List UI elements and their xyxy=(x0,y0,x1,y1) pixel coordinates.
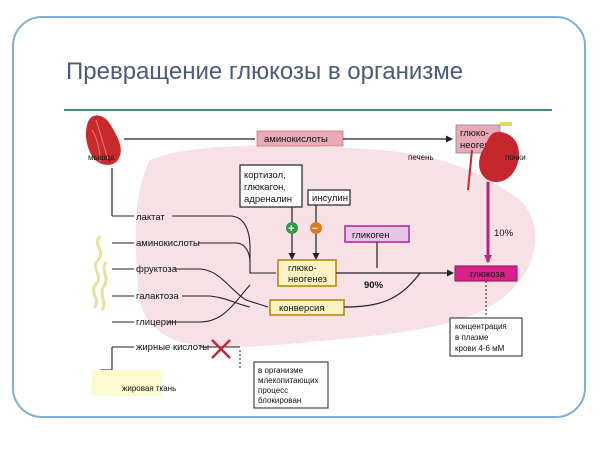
kidney-icon xyxy=(467,122,520,191)
amino-label: аминокислоты xyxy=(136,238,200,249)
liver-shape xyxy=(135,145,536,348)
kidney-gng-line1: глюко- xyxy=(460,128,489,139)
muscle-icon xyxy=(85,115,121,165)
title-divider xyxy=(64,109,552,111)
plus-icon xyxy=(286,222,298,234)
insulin-label: инсулин xyxy=(312,193,348,204)
amino-top-label: аминокислоты xyxy=(264,134,328,145)
gng-line2: неогенез xyxy=(288,274,327,285)
liver-label: печень xyxy=(408,153,434,162)
muscle-label: мышца xyxy=(88,153,115,162)
lactate-label: лактат xyxy=(136,212,165,223)
adipose-tissue xyxy=(92,370,162,396)
conc-line2: в плазме xyxy=(455,333,489,342)
hormones-box xyxy=(239,164,303,208)
minus-icon xyxy=(310,222,322,234)
concentration-box xyxy=(449,317,523,357)
note-line3: процесс xyxy=(258,386,288,395)
kidney-gng-line2: неогенез xyxy=(460,140,499,151)
percent-90-label: 90% xyxy=(364,280,384,291)
percent-10-label: 10% xyxy=(494,228,514,239)
adipose-label: жировая ткань xyxy=(122,384,176,393)
conc-line3: крови 4-6 мМ xyxy=(455,344,505,353)
fatty-acids-label: жирные кислоты xyxy=(136,342,209,353)
page-title: Превращение глюкозы в организме xyxy=(66,58,464,85)
plus-label: + xyxy=(288,223,294,235)
dietary-squiggles xyxy=(91,234,108,311)
hormones-line2: глюкагон, xyxy=(244,182,286,193)
hormones-line3: адреналин xyxy=(244,194,292,205)
conversion-to-glucose-line xyxy=(343,272,421,308)
blocked-note-box xyxy=(253,361,329,409)
fructose-label: фруктоза xyxy=(136,264,178,275)
minus-label: − xyxy=(312,223,318,235)
glycogen-label: гликоген xyxy=(352,230,389,241)
gng-line1: глюко- xyxy=(288,263,317,274)
insulin-box xyxy=(307,189,351,206)
conc-line1: концентрация xyxy=(455,322,507,331)
glycerol-label: глицерин xyxy=(136,317,177,328)
galactose-label: галактоза xyxy=(136,291,179,302)
blocked-cross-icon xyxy=(211,339,231,359)
glucose-label: глюкоза xyxy=(470,269,506,280)
conversion-label: конверсия xyxy=(279,303,325,314)
note-line4: блокирован xyxy=(258,396,301,405)
note-line2: млекопитающих xyxy=(258,376,319,385)
kidneys-label: почки xyxy=(505,153,526,162)
note-line1: в организме xyxy=(258,366,304,375)
hormones-line1: кортизол, xyxy=(244,170,286,181)
